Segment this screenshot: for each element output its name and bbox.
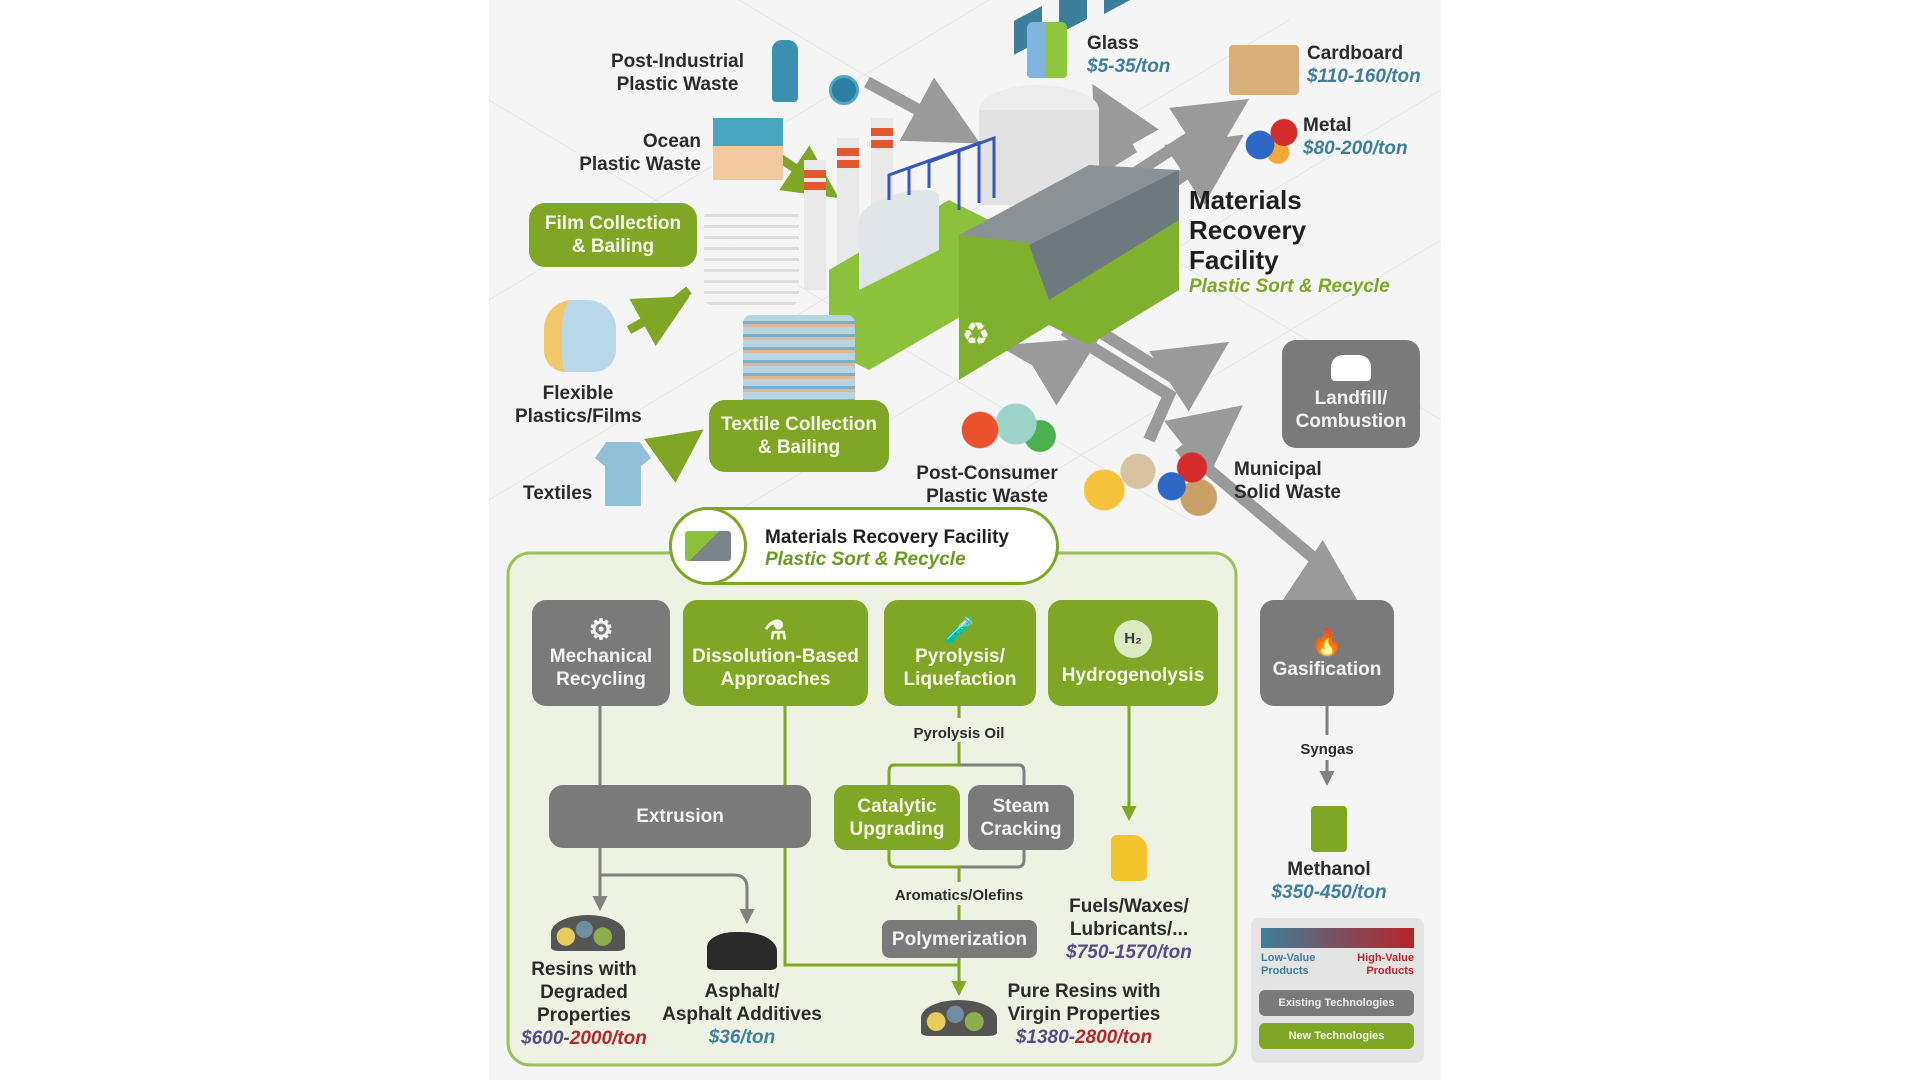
- ocean-waste-icon: [713, 118, 783, 180]
- source-textiles: Textiles: [523, 483, 593, 504]
- textile-bales-icon: [743, 315, 855, 415]
- svg-text:♻: ♻: [962, 315, 991, 353]
- post-consumer-waste-icon: [944, 400, 1064, 460]
- legend-high-value: High-Value Products: [1357, 952, 1414, 977]
- extrusion-box: Extrusion: [549, 785, 811, 848]
- arrow-post-consumer: [1006, 337, 1100, 406]
- dissolution-box: ⚗ Dissolution-Based Approaches: [683, 600, 868, 706]
- source-post-industrial: Post-Industrial Plastic Waste: [611, 51, 745, 95]
- arrow-textiles: [644, 429, 704, 483]
- source-ocean: Ocean Plastic Waste: [579, 131, 701, 175]
- landfill-combustion-box: Landfill/ Combustion: [1282, 340, 1420, 448]
- label-syngas: Syngas: [1300, 741, 1354, 758]
- arrow-post-industrial: [864, 76, 981, 144]
- output-glass: Glass $5-35/ton: [1087, 33, 1171, 77]
- pyrolysis-box: 🧪 Pyrolysis/ Liquefaction: [884, 600, 1036, 706]
- flask-icon: ⚗: [763, 615, 788, 645]
- legend: Low-Value Products High-Value Products E…: [1251, 918, 1424, 1063]
- arrow-msw-gasification: [1205, 465, 1359, 607]
- mechanical-recycling-box: ⚙ Mechanical Recycling: [532, 600, 670, 706]
- gasification-box: 🔥 Gasification: [1260, 600, 1394, 706]
- degraded-resin-pile-icon: [551, 915, 625, 951]
- arrow-extrusion-asphalt: [600, 873, 755, 924]
- film-bales-icon: [704, 210, 799, 305]
- hydrogen-icon: H₂: [1114, 619, 1152, 658]
- mrf-badge-icon: [669, 507, 747, 585]
- product-methanol: Methanol $350-450/ton: [1271, 859, 1387, 903]
- label-aromatics-olefins: Aromatics/Olefins: [894, 887, 1024, 904]
- oil-jug-icon: [1111, 835, 1147, 881]
- value-gradient-bar: [1261, 928, 1414, 948]
- asphalt-pile-icon: [707, 932, 777, 970]
- metal-cans-icon: [1245, 115, 1305, 165]
- source-municipal-solid-waste: Municipal Solid Waste: [1234, 459, 1341, 503]
- page-title: Materials Recovery Facility Plastic Sort…: [1189, 185, 1390, 297]
- output-metal: Metal $80-200/ton: [1303, 115, 1408, 159]
- product-asphalt: Asphalt/ Asphalt Additives $36/ton: [662, 981, 822, 1048]
- source-flexible-plastics: Flexible Plastics/Films: [515, 383, 642, 427]
- arrow-flexible: [626, 296, 690, 347]
- pure-resin-pile-icon: [921, 1000, 997, 1036]
- cardboard-box-icon: [1229, 45, 1299, 95]
- gear-wheel-icon: [829, 75, 859, 105]
- polymerization-box: Polymerization: [882, 920, 1037, 958]
- legend-new-technologies: New Technologies: [1259, 1023, 1414, 1049]
- textile-collection-box: Textile Collection & Bailing: [709, 400, 889, 472]
- line-to-steam: [959, 763, 1026, 788]
- line-to-catalytic: [887, 763, 959, 788]
- municipal-waste-icon: [1084, 445, 1219, 520]
- mrf-building-illustration: ♻: [804, 0, 1179, 380]
- arrow-film-bales: [671, 286, 692, 306]
- mrf-badge-text: Materials Recovery Facility Plastic Sort…: [765, 527, 1009, 570]
- glass-bottles-icon: [1027, 22, 1067, 78]
- industrial-tank-icon: [772, 40, 798, 102]
- label-pyrolysis-oil: Pyrolysis Oil: [913, 725, 1005, 742]
- line-from-steam: [959, 848, 1026, 869]
- methanol-barrel-icon: [1311, 806, 1347, 852]
- legend-low-value: Low-Value Products: [1261, 952, 1316, 977]
- catalytic-upgrading-box: Catalytic Upgrading: [834, 785, 960, 850]
- steam-cracking-box: Steam Cracking: [968, 785, 1074, 850]
- arrow-to-landfill-1: [1085, 319, 1230, 412]
- gear-icon: ⚙: [588, 614, 614, 645]
- legend-existing-technologies: Existing Technologies: [1259, 990, 1414, 1016]
- flame-icon: 🔥: [1310, 626, 1344, 657]
- line-from-catalytic: [887, 848, 959, 869]
- product-fuels: Fuels/Waxes/ Lubricants/... $750-1570/to…: [1066, 896, 1192, 963]
- test-tubes-icon: 🧪: [943, 615, 977, 645]
- landfill-icon: [1331, 355, 1371, 381]
- infographic-canvas: ♻ Post-Industrial Plastic Waste Oce: [489, 0, 1441, 1080]
- product-pure-resins: Pure Resins with Virgin Properties $1380…: [1007, 981, 1161, 1048]
- film-collection-box: Film Collection & Bailing: [529, 203, 697, 267]
- source-post-consumer: Post-Consumer Plastic Waste: [916, 463, 1058, 507]
- arrow-msw-path: [1060, 324, 1177, 443]
- plastic-bags-icon: [544, 300, 616, 372]
- product-degraded-resins: Resins with Degraded Properties $600-200…: [521, 959, 647, 1049]
- hydrogenolysis-box: H₂ Hydrogenolysis: [1048, 600, 1218, 706]
- output-cardboard: Cardboard $110-160/ton: [1307, 43, 1421, 87]
